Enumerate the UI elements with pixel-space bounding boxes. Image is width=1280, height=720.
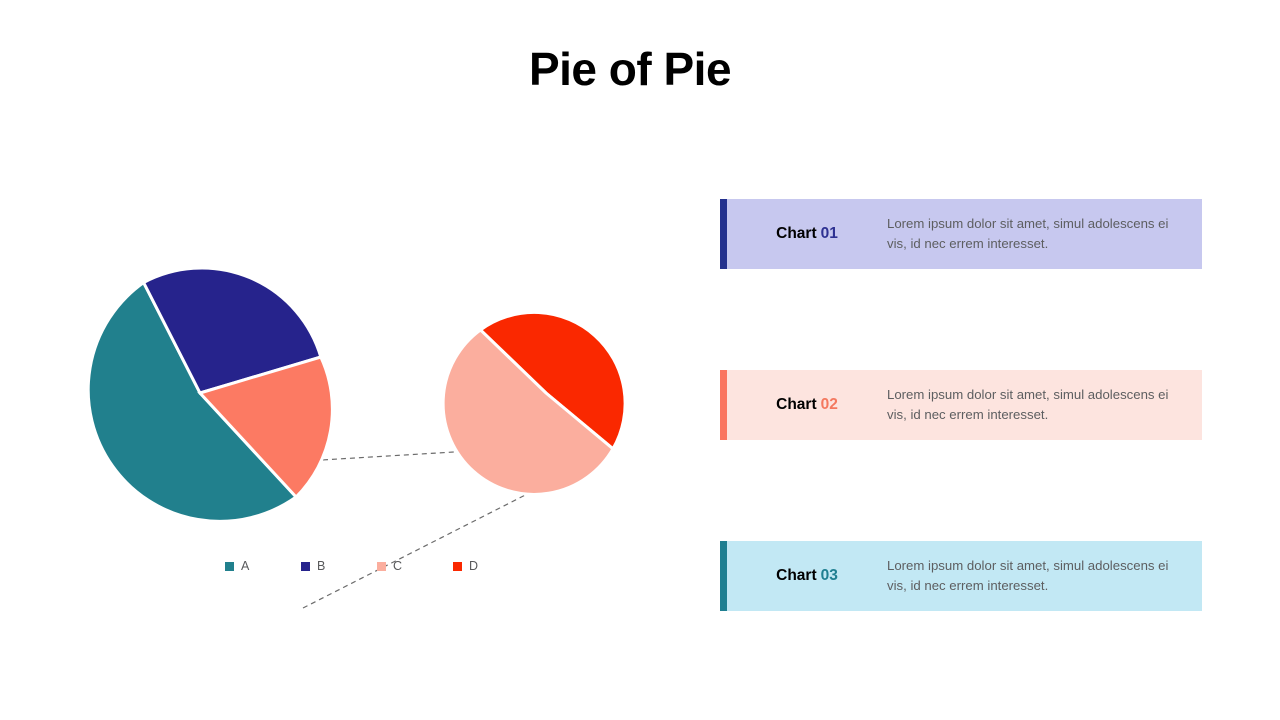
card-heading-number-01: 01 <box>820 225 838 242</box>
pie-of-pie-chart <box>0 150 700 610</box>
card-text-03: Lorem ipsum dolor sit amet, simul adoles… <box>887 557 1169 593</box>
legend-label-a: A <box>241 559 250 573</box>
card-heading-number-02: 02 <box>820 396 838 413</box>
legend-swatch-c-icon <box>377 561 386 571</box>
legend-swatch-a-icon <box>225 561 234 571</box>
card-text-01: Lorem ipsum dolor sit amet, simul adoles… <box>887 215 1169 251</box>
card-heading-label-03: Chart <box>776 567 817 584</box>
pie-chart-svg <box>86 266 627 609</box>
card-accent-bar-03 <box>720 541 727 611</box>
chart-legend: A B C D <box>225 560 529 573</box>
page-title: Pie of Pie <box>528 43 732 95</box>
card-text-02: Lorem ipsum dolor sit amet, simul adoles… <box>887 386 1169 422</box>
pie-slice-cd <box>197 355 334 500</box>
card-accent-bar-01 <box>720 199 727 269</box>
secondary-pie-slice-c <box>441 327 615 496</box>
card-heading-label-01: Chart <box>776 225 817 242</box>
secondary-pie-slice-d <box>478 310 627 452</box>
legend-swatch-b-icon <box>301 561 310 571</box>
legend-label-b: B <box>317 559 326 573</box>
legend-item-b[interactable]: B <box>301 560 377 573</box>
pie-slice-a <box>86 280 299 523</box>
legend-swatch-d-icon <box>453 561 462 571</box>
legend-label-c: C <box>393 559 403 573</box>
legend-label-d: D <box>469 559 479 573</box>
card-heading-number-03: 03 <box>820 567 838 584</box>
connector-line-bottom <box>302 484 546 609</box>
legend-item-d[interactable]: D <box>453 560 529 573</box>
card-accent-bar-02 <box>720 370 727 440</box>
legend-item-c[interactable]: C <box>377 560 453 573</box>
pie-slice-b <box>141 266 323 395</box>
card-heading-label-02: Chart <box>776 396 817 413</box>
legend-item-a[interactable]: A <box>225 560 301 573</box>
